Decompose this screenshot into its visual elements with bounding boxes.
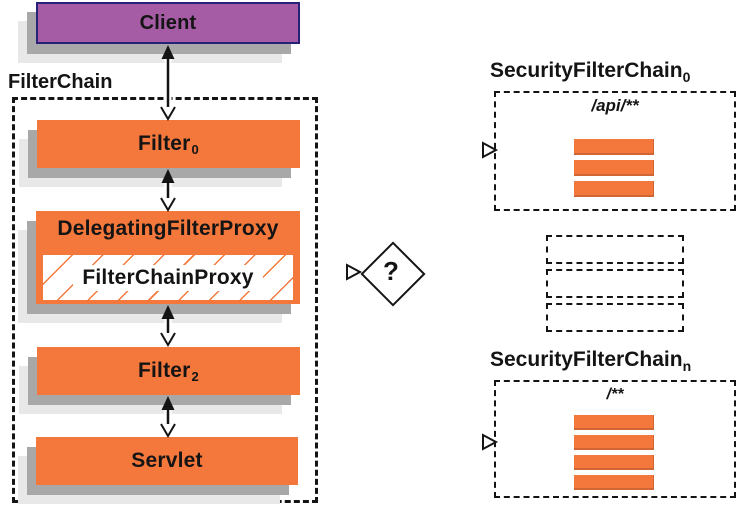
delegating-filter-proxy-box: DelegatingFilterProxy FilterChainProxy	[36, 211, 300, 304]
filter-bar	[574, 455, 654, 470]
servlet-box: Servlet	[36, 437, 298, 485]
filter-bar	[574, 415, 654, 430]
security-filter-chain-0-name: SecurityFilterChain	[490, 59, 683, 82]
bidirectional-arrow-filter0-dfp	[160, 169, 176, 212]
bidirectional-arrow-dfp-filter2	[160, 305, 176, 347]
security-filter-chain-n-filters	[574, 415, 654, 490]
security-filter-chain-0-box: /api/**	[494, 91, 736, 211]
filter-bar	[574, 435, 654, 450]
security-filter-chain-n-title: SecurityFilterChainn	[490, 348, 692, 374]
servlet-node: Servlet	[18, 437, 298, 504]
placeholder-chain-rect	[546, 269, 684, 298]
placeholder-chain-rect	[546, 235, 684, 264]
security-filter-chain-0-filters	[574, 139, 654, 197]
security-filter-chain-n-url-pattern: /**	[606, 386, 624, 403]
right-arrowhead-icon	[346, 263, 363, 281]
right-arrowhead-icon	[482, 433, 499, 451]
right-arrowhead-icon	[482, 141, 499, 159]
filter0-label: Filter	[138, 132, 191, 155]
filter0-subscript: 0	[191, 141, 199, 157]
placeholder-chain-rect	[546, 303, 684, 332]
filterchain-label: FilterChain	[8, 71, 113, 93]
security-filter-chain-0-title: SecurityFilterChain0	[490, 59, 691, 85]
filter-chain-proxy-box: FilterChainProxy	[41, 253, 295, 302]
decision-question-mark: ?	[383, 255, 399, 286]
bidirectional-arrow-filter2-servlet	[160, 396, 176, 438]
security-filter-chain-0-url-pattern: /api/**	[591, 96, 639, 115]
filter-bar	[574, 139, 654, 155]
servlet-label: Servlet	[131, 449, 203, 472]
filter-bar	[574, 160, 654, 176]
filter-bar	[574, 181, 654, 197]
filter-chain-proxy-label: FilterChainProxy	[73, 264, 263, 291]
security-filter-chain-n-name: SecurityFilterChain	[490, 348, 683, 371]
filter2-label: Filter	[138, 359, 191, 382]
delegating-filter-proxy-label: DelegatingFilterProxy	[57, 217, 279, 240]
client-node: Client	[18, 2, 300, 63]
security-filter-chain-n-subscript: n	[682, 358, 692, 374]
more-chains-placeholder	[546, 235, 684, 332]
security-filter-chain-n-box: /**	[494, 380, 736, 498]
delegating-filter-proxy-node: DelegatingFilterProxy FilterChainProxy	[18, 211, 300, 323]
filter2-subscript: 2	[191, 368, 199, 384]
bidirectional-arrow-client-filter0	[160, 45, 176, 121]
filter-bar	[574, 475, 654, 490]
security-filter-chain-0-subscript: 0	[682, 69, 691, 85]
client-label: Client	[139, 11, 197, 34]
client-box: Client	[36, 2, 300, 44]
